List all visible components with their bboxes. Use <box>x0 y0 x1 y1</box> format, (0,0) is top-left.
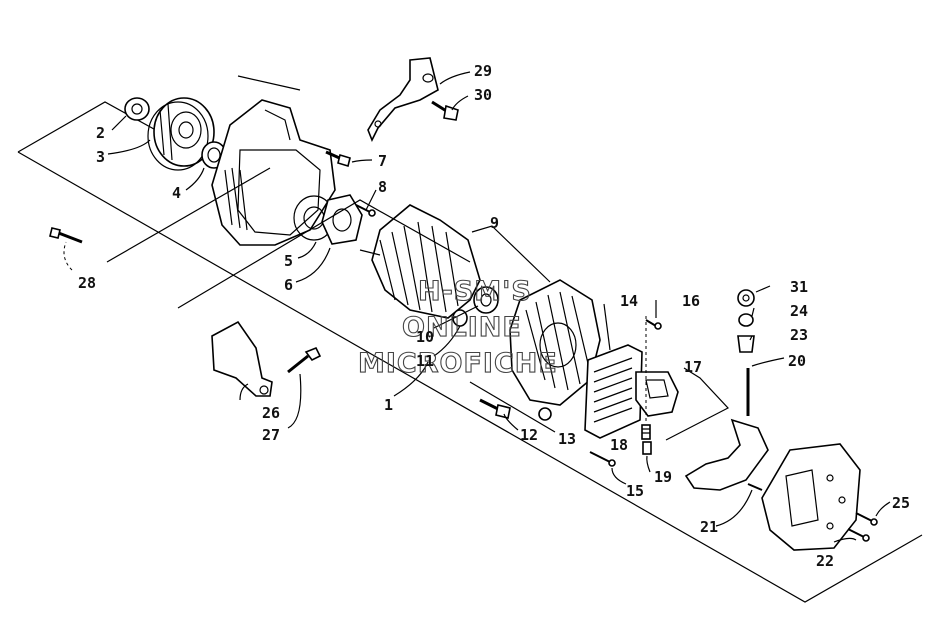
frame-nut-13 <box>538 407 552 421</box>
pulley-nut <box>124 97 150 121</box>
brush <box>641 424 651 440</box>
callout-13: 13 <box>558 430 576 448</box>
rectifier-leader <box>603 303 611 351</box>
through-bolt-12 <box>479 398 511 419</box>
rotor <box>359 204 499 327</box>
callout-29: 29 <box>474 62 492 80</box>
callout-21: 21 <box>700 518 718 536</box>
callout-12: 12 <box>520 426 538 444</box>
cover-screw-25 <box>855 512 878 526</box>
brush-spring <box>642 441 652 455</box>
callout-23: 23 <box>790 326 808 344</box>
callout-15: 15 <box>626 482 644 500</box>
callout-1: 1 <box>384 396 393 414</box>
rectifier <box>584 344 643 439</box>
callout-4: 4 <box>172 184 181 202</box>
callout-16: 16 <box>682 292 700 310</box>
stator-frame <box>509 279 601 406</box>
screw-15 <box>589 451 616 467</box>
callout-24: 24 <box>790 302 808 320</box>
top-outline <box>237 75 301 91</box>
mount-bolt <box>287 346 322 374</box>
callout-6: 6 <box>284 276 293 294</box>
callout-3: 3 <box>96 148 105 166</box>
bracket-bolt <box>431 100 459 121</box>
callout-11: 11 <box>416 352 434 370</box>
front-housing <box>211 99 336 246</box>
regulator <box>635 371 679 417</box>
callout-31: 31 <box>790 278 808 296</box>
callout-18: 18 <box>610 436 628 454</box>
frame-group-outline <box>177 199 471 309</box>
callout-5: 5 <box>284 252 293 270</box>
callout-26: 26 <box>262 404 280 422</box>
callout-28: 28 <box>78 274 96 292</box>
callout-14: 14 <box>620 292 638 310</box>
rotor-bracket-line <box>471 225 551 283</box>
cover-group-outline <box>469 381 556 433</box>
plate-screw-8 <box>355 204 376 217</box>
leader-lines <box>63 71 891 543</box>
regulator-bracket <box>665 367 729 441</box>
seal-plate <box>321 194 363 245</box>
callout-20: 20 <box>788 352 806 370</box>
housing-bolt-7 <box>325 150 351 168</box>
terminal-nut-31 <box>737 289 755 307</box>
callout-2: 2 <box>96 124 105 142</box>
callout-7: 7 <box>378 152 387 170</box>
watermark-line-1: H-SM'S <box>418 276 532 307</box>
rear-cover <box>761 443 861 551</box>
mount-bracket <box>211 320 273 397</box>
callout-17: 17 <box>684 358 702 376</box>
watermark-line-3: MICROFICHE <box>358 348 558 379</box>
callout-22: 22 <box>816 552 834 570</box>
housing-group-outline <box>106 167 271 263</box>
adjuster-bracket <box>367 57 439 142</box>
callout-8: 8 <box>378 178 387 196</box>
screw-16 <box>645 319 662 330</box>
callout-25: 25 <box>892 494 910 512</box>
callout-30: 30 <box>474 86 492 104</box>
washer-24 <box>738 313 754 327</box>
insulator-23 <box>737 335 755 353</box>
callout-9: 9 <box>490 214 499 232</box>
callout-27: 27 <box>262 426 280 444</box>
watermark-line-2: ONLINE <box>402 312 522 343</box>
callout-labels: 1 2 3 4 5 6 7 8 9 10 11 12 13 14 15 16 1… <box>78 62 910 570</box>
callout-10: 10 <box>416 328 434 346</box>
callout-19: 19 <box>654 468 672 486</box>
pulley <box>147 97 215 171</box>
terminal-bracket <box>684 418 769 491</box>
bolt-28 <box>49 227 83 244</box>
cover-screw-22 <box>847 528 870 542</box>
watermark: H-SM'S ONLINE MICROFICHE <box>357 275 558 379</box>
